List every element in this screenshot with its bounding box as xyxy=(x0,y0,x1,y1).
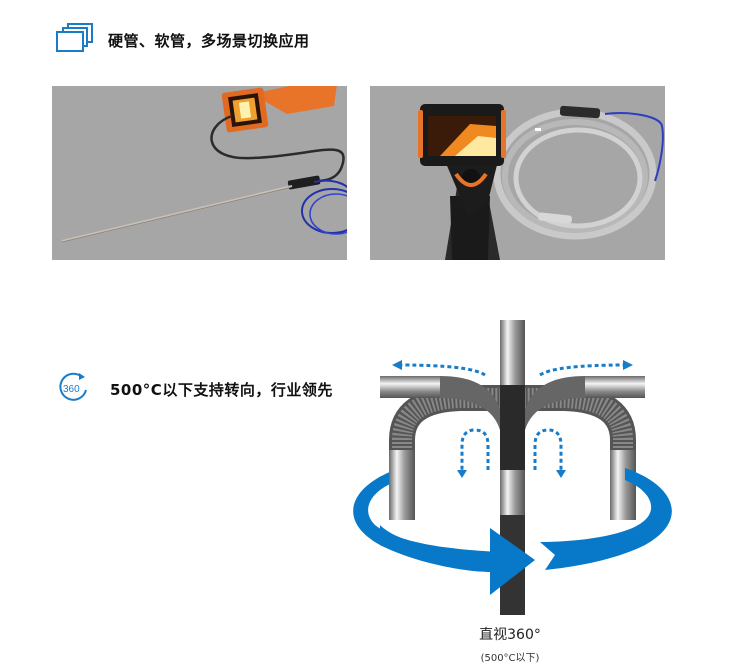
section-heading-steering: 360 500°C以下支持转向，行业领先 xyxy=(58,372,333,406)
diagram-caption: 直视360° xyxy=(479,627,541,643)
flexible-braided-endoscope-photo xyxy=(370,86,665,260)
section-title: 硬管、软管，多场景切换应用 xyxy=(108,31,310,50)
section-title: 500°C以下支持转向，行业领先 xyxy=(110,380,333,399)
rotate-360-icon: 360 xyxy=(58,372,90,406)
articulating-probe-360-rotation-diagram xyxy=(340,320,685,615)
rigid-probe-endoscope-photo xyxy=(52,86,347,260)
svg-text:360: 360 xyxy=(63,384,80,395)
stacked-windows-icon xyxy=(54,22,96,58)
section-heading-scenarios: 硬管、软管，多场景切换应用 xyxy=(54,22,310,58)
diagram-subcaption: (500°C以下) xyxy=(480,653,540,664)
